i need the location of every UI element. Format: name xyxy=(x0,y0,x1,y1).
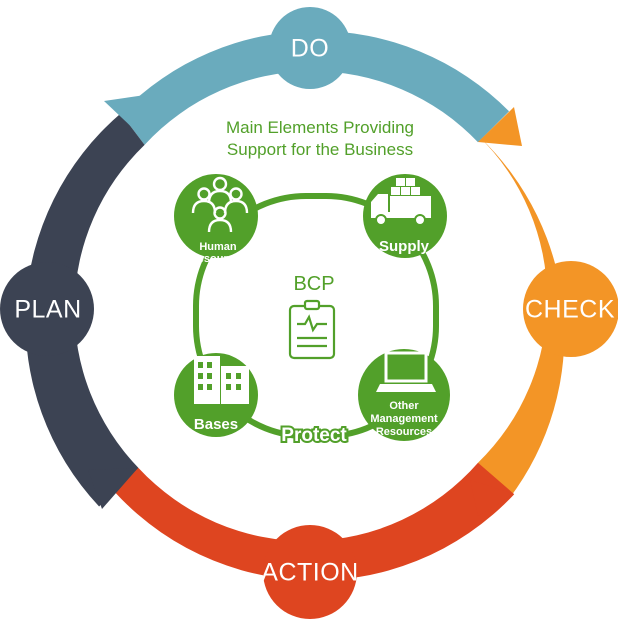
check-arc-arrowhead xyxy=(478,107,522,146)
people-group-icon xyxy=(191,176,249,233)
node-bases: Bases xyxy=(174,353,258,437)
bases-label: Bases xyxy=(194,416,238,433)
protect-label: Protect xyxy=(281,425,347,446)
node-human-resources: Human Resources xyxy=(174,174,258,265)
element-connector-ring xyxy=(193,193,439,439)
laptop-icon xyxy=(376,351,436,392)
node-supply: Supply xyxy=(363,174,447,258)
other-label-line1: Other xyxy=(389,400,419,412)
check-badge: CHECK xyxy=(523,261,618,357)
center-title-line1: Main Elements Providing xyxy=(226,118,414,137)
human-label-line1: Human xyxy=(199,241,237,253)
human-label-line2: Resources xyxy=(190,253,246,265)
do-arc-arrowhead xyxy=(104,95,145,135)
action-arc-arrowhead xyxy=(470,480,514,516)
plan-badge: PLAN xyxy=(0,262,94,356)
action-badge: ACTION xyxy=(261,525,358,619)
do-badge: DO xyxy=(269,7,351,89)
check-label: CHECK xyxy=(525,296,615,324)
other-label-line3: Resources xyxy=(376,426,432,438)
other-label-line2: Management xyxy=(370,413,438,425)
action-label: ACTION xyxy=(261,559,358,587)
center-title-line2: Support for the Business xyxy=(227,140,413,159)
delivery-truck-icon xyxy=(371,178,431,226)
action-arc xyxy=(97,462,515,581)
do-label: DO xyxy=(291,35,330,63)
supply-label: Supply xyxy=(379,238,430,255)
clipboard-icon xyxy=(288,299,336,360)
node-other-management-resources: Other Management Resources xyxy=(358,349,450,441)
check-arc xyxy=(478,135,565,499)
buildings-icon xyxy=(194,356,249,404)
bcp-label: BCP xyxy=(293,273,334,295)
plan-arc-arrowhead xyxy=(88,468,138,509)
plan-arc xyxy=(25,113,145,507)
do-arc xyxy=(120,30,510,145)
plan-label: PLAN xyxy=(14,296,81,324)
